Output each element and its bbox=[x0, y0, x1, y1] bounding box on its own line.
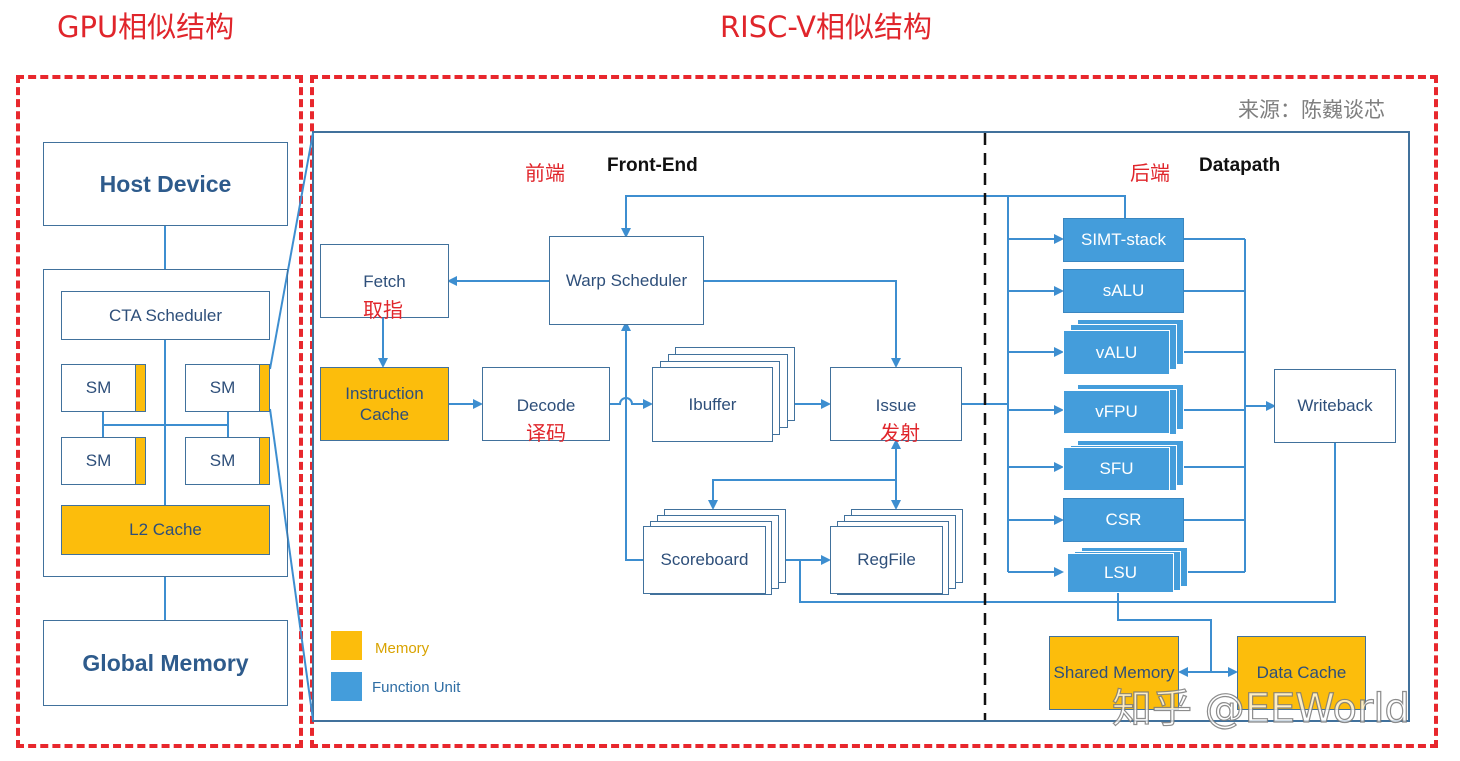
warp-scheduler-box: Warp Scheduler bbox=[549, 236, 704, 325]
cta-scheduler-box: CTA Scheduler bbox=[61, 291, 270, 340]
sm-box-2: SM bbox=[185, 364, 270, 412]
regfile-box: RegFile bbox=[830, 526, 943, 594]
shared-memory-box: Shared Memory bbox=[1049, 636, 1179, 710]
sm-label: SM bbox=[85, 451, 112, 471]
frontend-en-label: Front-End bbox=[607, 155, 698, 176]
sm-label: SM bbox=[209, 378, 236, 398]
salu-unit: sALU bbox=[1063, 269, 1184, 313]
source-label: 来源：陈巍谈芯 bbox=[1238, 98, 1385, 122]
sm-memory-bar bbox=[135, 437, 146, 485]
valu-unit: vALU bbox=[1063, 330, 1170, 375]
sm-label: SM bbox=[209, 451, 236, 471]
fetch-cn-label: 取指 bbox=[363, 298, 403, 322]
issue-box: Issue bbox=[830, 367, 962, 441]
fetch-label: Fetch bbox=[363, 272, 406, 291]
sm-box-4: SM bbox=[185, 437, 270, 485]
sm-memory-bar bbox=[259, 437, 270, 485]
sm-box-1: SM bbox=[61, 364, 146, 412]
l2-cache-box: L2 Cache bbox=[61, 505, 270, 555]
issue-label: Issue bbox=[875, 396, 917, 415]
sm-memory-bar bbox=[135, 364, 146, 412]
gpu-region bbox=[16, 75, 303, 748]
scoreboard-box: Scoreboard bbox=[643, 526, 766, 594]
memory-legend-label: Memory bbox=[375, 640, 430, 657]
function-legend-label: Function Unit bbox=[372, 679, 461, 696]
frontend-cn-label: 前端 bbox=[525, 161, 565, 185]
gpu-title: GPU相似结构 bbox=[57, 10, 235, 44]
function-legend-swatch bbox=[331, 672, 362, 701]
decode-cn-label: 译码 bbox=[526, 421, 566, 445]
lsu-unit: LSU bbox=[1067, 553, 1174, 593]
vfpu-unit: vFPU bbox=[1063, 390, 1170, 434]
riscv-frame bbox=[312, 131, 1410, 722]
simt-stack-unit: SIMT-stack bbox=[1063, 218, 1184, 262]
data-cache-box: Data Cache bbox=[1237, 636, 1366, 710]
backend-cn-label: 后端 bbox=[1130, 161, 1170, 185]
decode-box: Decode bbox=[482, 367, 610, 441]
sfu-unit: SFU bbox=[1063, 447, 1170, 491]
fetch-box: Fetch bbox=[320, 244, 449, 318]
host-device-box: Host Device bbox=[43, 142, 288, 226]
sm-label: SM bbox=[85, 378, 112, 398]
sm-box-3: SM bbox=[61, 437, 146, 485]
csr-unit: CSR bbox=[1063, 498, 1184, 542]
writeback-box: Writeback bbox=[1274, 369, 1396, 443]
memory-legend-swatch bbox=[331, 631, 362, 660]
backend-en-label: Datapath bbox=[1199, 155, 1281, 176]
global-memory-box: Global Memory bbox=[43, 620, 288, 706]
instruction-cache-box: Instruction Cache bbox=[320, 367, 449, 441]
ibuffer-box: Ibuffer bbox=[652, 367, 773, 442]
issue-cn-label: 发射 bbox=[880, 421, 920, 445]
watermark: 知乎 @EEWorld bbox=[1111, 685, 1410, 732]
gpu-core-container bbox=[43, 269, 288, 577]
decode-label: Decode bbox=[516, 396, 576, 415]
riscv-title: RISC-V相似结构 bbox=[720, 10, 932, 44]
sm-memory-bar bbox=[259, 364, 270, 412]
